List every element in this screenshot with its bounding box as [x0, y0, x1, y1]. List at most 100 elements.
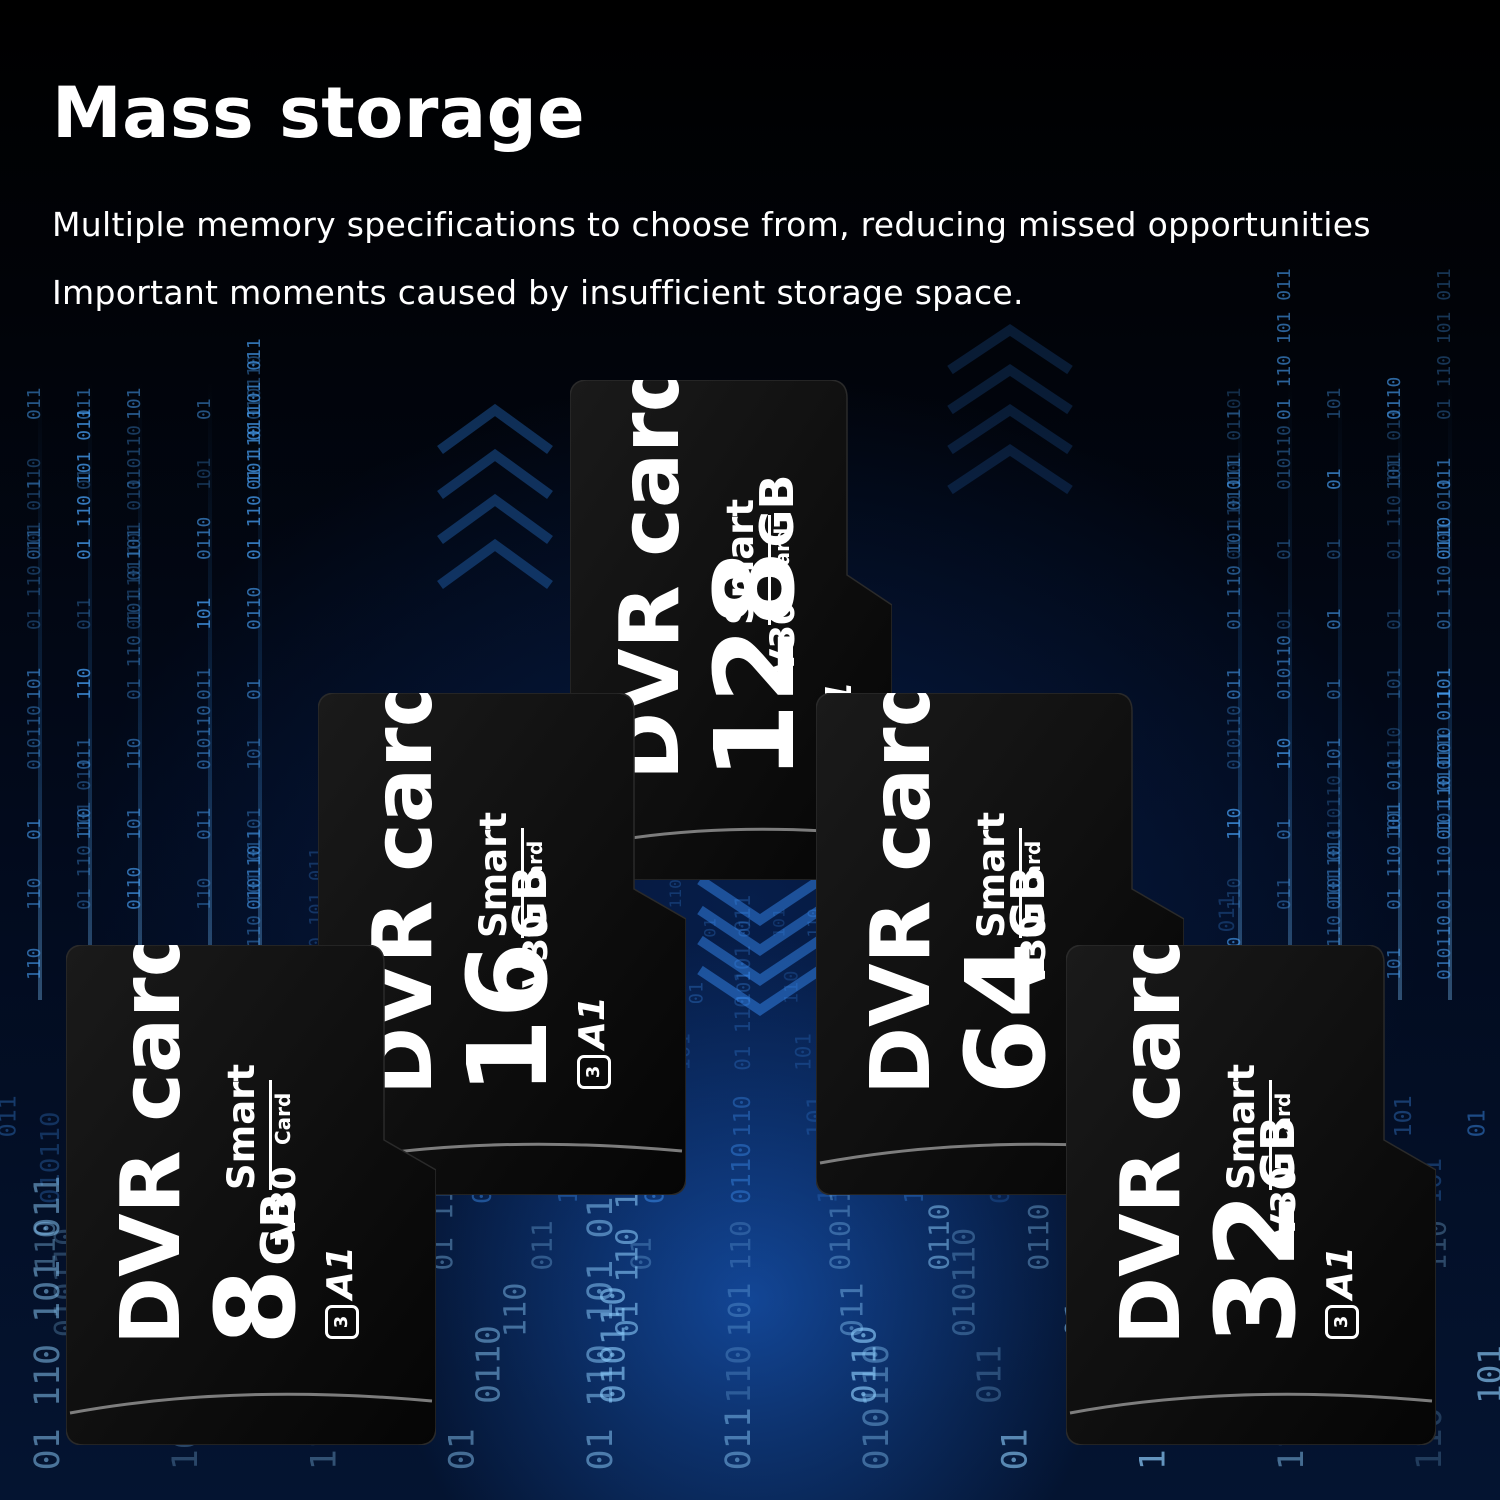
svg-text:01: 01 — [1274, 538, 1295, 560]
svg-text:110: 110 — [74, 807, 95, 840]
svg-text:011: 011 — [74, 737, 95, 770]
svg-text:011: 011 — [719, 1407, 759, 1470]
svg-text:01: 01 — [700, 918, 719, 938]
card-label-rotated: DVR card 32GB Smart Card V30 3 A1 — [1103, 945, 1421, 1345]
card-label-rotated: DVR card 8GB Smart Card V30 3 A1 — [103, 945, 421, 1345]
svg-text:010110: 010110 — [1324, 845, 1345, 910]
svg-text:01: 01 — [194, 398, 215, 420]
svg-text:01 110 101 011: 01 110 101 011 — [1384, 408, 1405, 560]
svg-text:01 110 101 011: 01 110 101 011 — [1224, 478, 1245, 630]
svg-text:110: 110 — [124, 737, 145, 770]
svg-text:011: 011 — [74, 597, 95, 630]
svg-text:01: 01 — [1324, 468, 1345, 490]
svg-text:01: 01 — [735, 918, 754, 938]
card-word: Card — [271, 1092, 295, 1145]
svg-text:110: 110 — [24, 877, 45, 910]
svg-text:01 110 101 011: 01 110 101 011 — [581, 1175, 621, 1470]
svg-text:010110: 010110 — [36, 1112, 66, 1204]
card-word: Card — [770, 527, 794, 580]
svg-text:01: 01 — [443, 1428, 483, 1470]
svg-text:101: 101 — [770, 908, 789, 937]
svg-text:0110: 0110 — [1384, 727, 1405, 770]
svg-text:01 110 101 011: 01 110 101 011 — [1434, 758, 1455, 910]
svg-text:110: 110 — [194, 877, 215, 910]
svg-text:110: 110 — [724, 1220, 757, 1270]
svg-text:010110: 010110 — [244, 355, 265, 420]
svg-text:011: 011 — [1434, 457, 1455, 490]
svg-text:010110: 010110 — [124, 425, 145, 490]
svg-text:01 110 101 011: 01 110 101 011 — [244, 338, 265, 490]
svg-text:101: 101 — [1384, 947, 1405, 980]
svg-text:01: 01 — [1324, 678, 1345, 700]
svg-text:01: 01 — [74, 468, 95, 490]
svg-text:01: 01 — [244, 678, 265, 700]
svg-text:101: 101 — [1324, 387, 1345, 420]
svg-text:01 110 101 011: 01 110 101 011 — [1224, 408, 1245, 560]
svg-text:011: 011 — [1224, 667, 1245, 700]
svg-text:101: 101 — [124, 527, 145, 560]
svg-text:01 110 101 011: 01 110 101 011 — [244, 828, 265, 980]
svg-text:110: 110 — [1274, 737, 1295, 770]
svg-text:0110: 0110 — [1022, 1203, 1055, 1270]
svg-text:01 110 101 011: 01 110 101 011 — [124, 548, 145, 700]
svg-text:01: 01 — [996, 1428, 1036, 1470]
svg-text:01 110 101 011: 01 110 101 011 — [1384, 758, 1405, 910]
video-speed-class: V30 — [1264, 1166, 1304, 1240]
svg-text:101: 101 — [24, 667, 45, 700]
svg-text:01 110 101 011: 01 110 101 011 — [124, 478, 145, 630]
svg-text:101: 101 — [244, 807, 265, 840]
uhs-class-icon: 3 — [1325, 1305, 1359, 1339]
svg-text:01 110 101 011: 01 110 101 011 — [1324, 828, 1345, 980]
card-word: Card — [1021, 840, 1045, 893]
svg-text:01 110 101 011: 01 110 101 011 — [1434, 688, 1455, 840]
smart-text: Smart — [472, 811, 515, 938]
card-brand: DVR card — [854, 693, 949, 1095]
svg-text:011: 011 — [1224, 457, 1245, 490]
card-word: Card — [1271, 1092, 1295, 1145]
svg-text:010110: 010110 — [1324, 775, 1345, 840]
memory-card-8gb: DVR card 8GB Smart Card V30 3 A1 — [66, 945, 436, 1445]
svg-text:101: 101 — [194, 597, 215, 630]
svg-text:110: 110 — [720, 1345, 758, 1404]
svg-text:010110: 010110 — [1434, 915, 1455, 980]
svg-text:01 110 101 011: 01 110 101 011 — [74, 408, 95, 560]
smart-text: Smart — [220, 1063, 263, 1190]
svg-text:01: 01 — [1384, 608, 1405, 630]
svg-text:01: 01 — [1324, 538, 1345, 560]
svg-text:011: 011 — [971, 1345, 1009, 1404]
video-speed-class: V30 — [1014, 914, 1054, 988]
svg-text:0110: 0110 — [469, 1325, 507, 1403]
svg-text:010110: 010110 — [857, 1344, 897, 1470]
svg-text:011: 011 — [1274, 877, 1295, 910]
svg-text:01: 01 — [1324, 608, 1345, 630]
svg-text:01 110 101 011: 01 110 101 011 — [28, 1175, 68, 1470]
svg-text:01 110 101 011: 01 110 101 011 — [1434, 478, 1455, 630]
svg-text:110: 110 — [29, 1220, 62, 1270]
svg-text:101: 101 — [1224, 387, 1245, 420]
svg-text:101: 101 — [1384, 667, 1405, 700]
uhs-class-icon: 3 — [325, 1305, 359, 1339]
svg-text:011: 011 — [24, 527, 45, 560]
subtitle-line-2: Important moments caused by insufficient… — [52, 273, 1024, 312]
svg-text:101: 101 — [1390, 1095, 1417, 1137]
svg-text:101: 101 — [734, 971, 755, 1005]
svg-text:011: 011 — [194, 667, 215, 700]
svg-text:0110: 0110 — [1384, 377, 1405, 420]
svg-text:101: 101 — [1472, 1345, 1500, 1404]
smart-text: Smart — [970, 811, 1013, 938]
svg-text:011: 011 — [24, 387, 45, 420]
svg-text:101: 101 — [1434, 667, 1455, 700]
svg-text:110: 110 — [782, 971, 803, 1005]
svg-text:01 110 101 011: 01 110 101 011 — [731, 895, 755, 1071]
headline: Mass storage — [52, 72, 586, 154]
svg-text:011: 011 — [835, 1282, 870, 1337]
svg-text:101: 101 — [792, 1033, 816, 1071]
svg-text:010110: 010110 — [24, 705, 45, 770]
svg-text:0110: 0110 — [194, 517, 215, 560]
svg-text:101: 101 — [723, 1282, 758, 1337]
card-body — [1066, 945, 1436, 1445]
svg-text:110: 110 — [24, 457, 45, 490]
video-speed-class: V30 — [264, 1166, 304, 1240]
svg-text:110: 110 — [1224, 877, 1245, 910]
